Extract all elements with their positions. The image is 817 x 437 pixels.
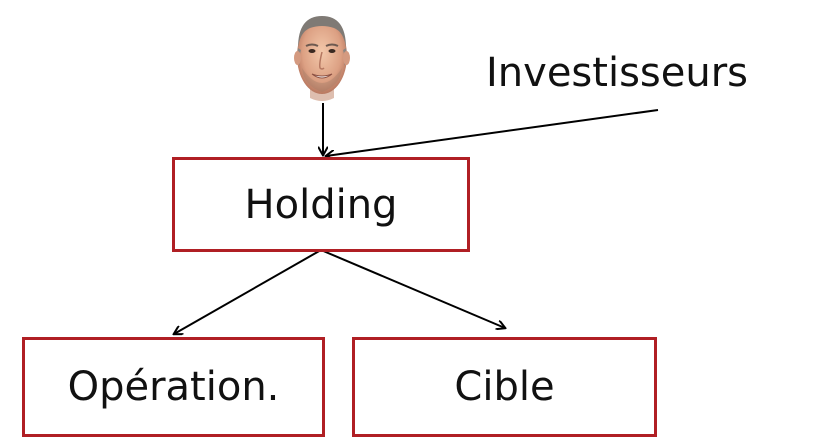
- person-portrait-icon: [294, 16, 350, 101]
- holding-node: Holding: [172, 157, 470, 252]
- cible-node: Cible: [352, 337, 657, 437]
- cible-label: Cible: [454, 364, 555, 410]
- operation-label: Opération.: [67, 364, 280, 410]
- arrow-holding-to-cible: [320, 249, 505, 328]
- diagram-connectors: [0, 103, 659, 428]
- holding-label: Holding: [244, 181, 398, 228]
- operation-node: Opération.: [22, 337, 325, 437]
- arrow-holding-to-operation: [174, 249, 322, 334]
- arrow-investisseurs-to-holding: [326, 109, 659, 156]
- investisseurs-label: Investisseurs: [486, 50, 748, 96]
- diagram-canvas: Investisseurs Holding Opération. Cible: [0, 16, 748, 437]
